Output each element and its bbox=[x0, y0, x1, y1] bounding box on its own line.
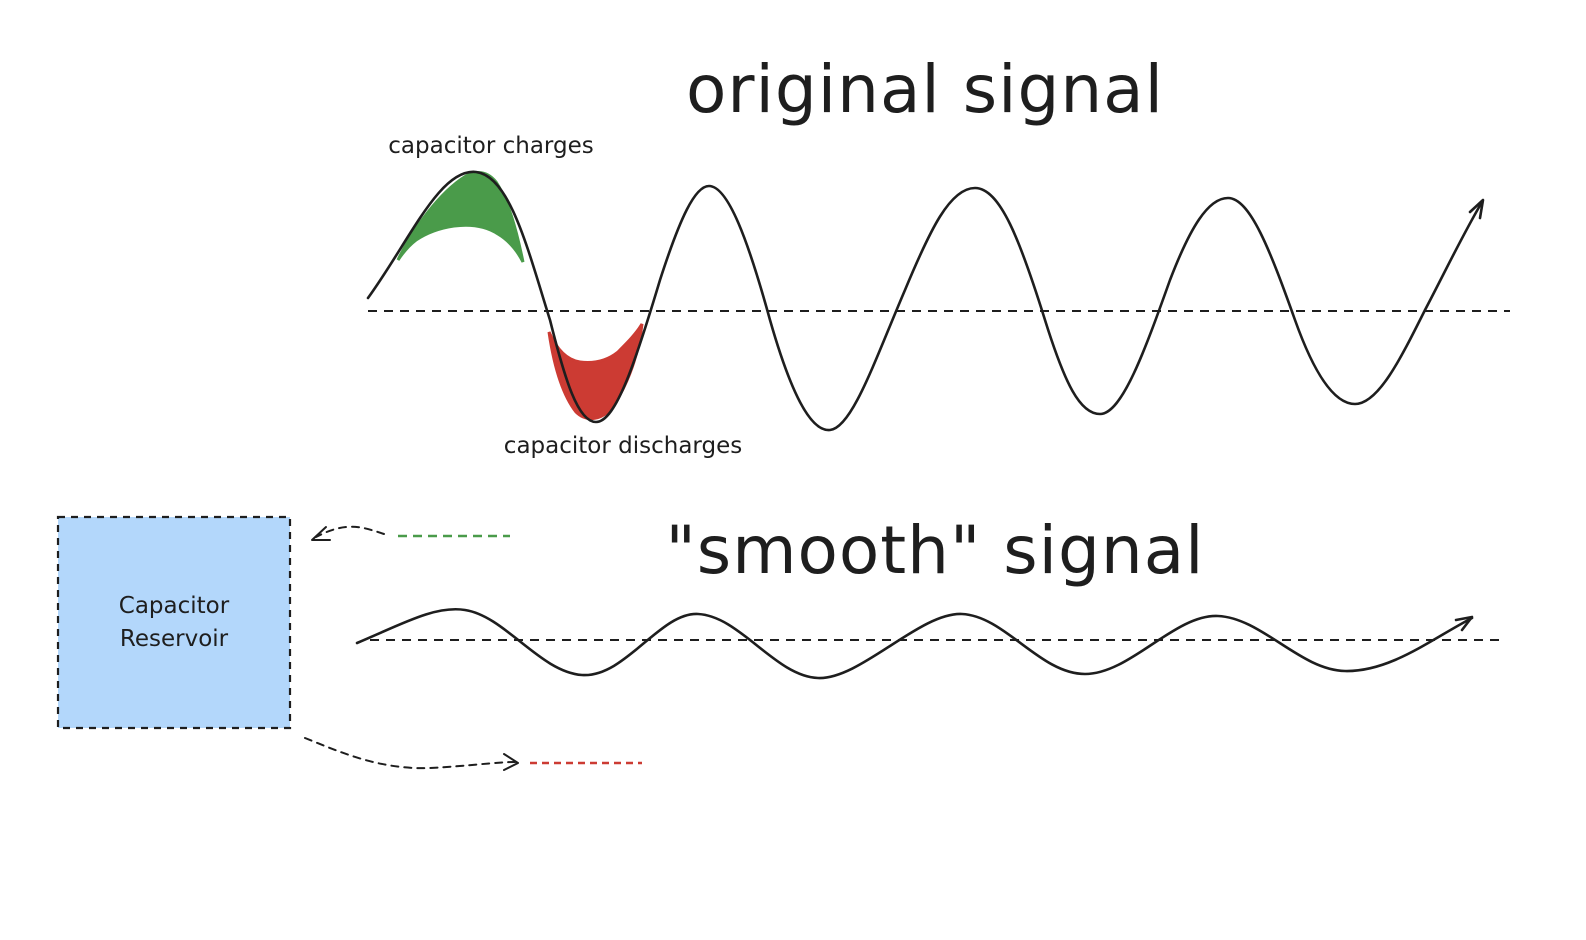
smooth-signal-title: "smooth" signal bbox=[665, 512, 1204, 589]
discharge-flow-arrow bbox=[304, 737, 517, 770]
smooth-signal-wave bbox=[355, 607, 1474, 680]
charge-flow-arrow bbox=[315, 525, 385, 538]
charge-fill-area bbox=[396, 171, 525, 263]
reservoir-label-line1: Capacitor bbox=[119, 593, 230, 619]
discharge-flow-arrow-head bbox=[503, 753, 519, 771]
original-signal-wave bbox=[366, 170, 1484, 432]
charge-flow-arrow-head bbox=[311, 526, 331, 541]
original-signal-title: original signal bbox=[686, 51, 1164, 128]
capacitor-charges-label: capacitor charges bbox=[388, 133, 593, 159]
capacitor-discharges-label: capacitor discharges bbox=[504, 433, 742, 459]
original-signal-arrow-head bbox=[1468, 198, 1485, 220]
smooth-signal-arrow-head bbox=[1454, 615, 1474, 632]
reservoir-label-line2: Reservoir bbox=[120, 626, 229, 652]
capacitor-reservoir-box bbox=[56, 515, 292, 730]
